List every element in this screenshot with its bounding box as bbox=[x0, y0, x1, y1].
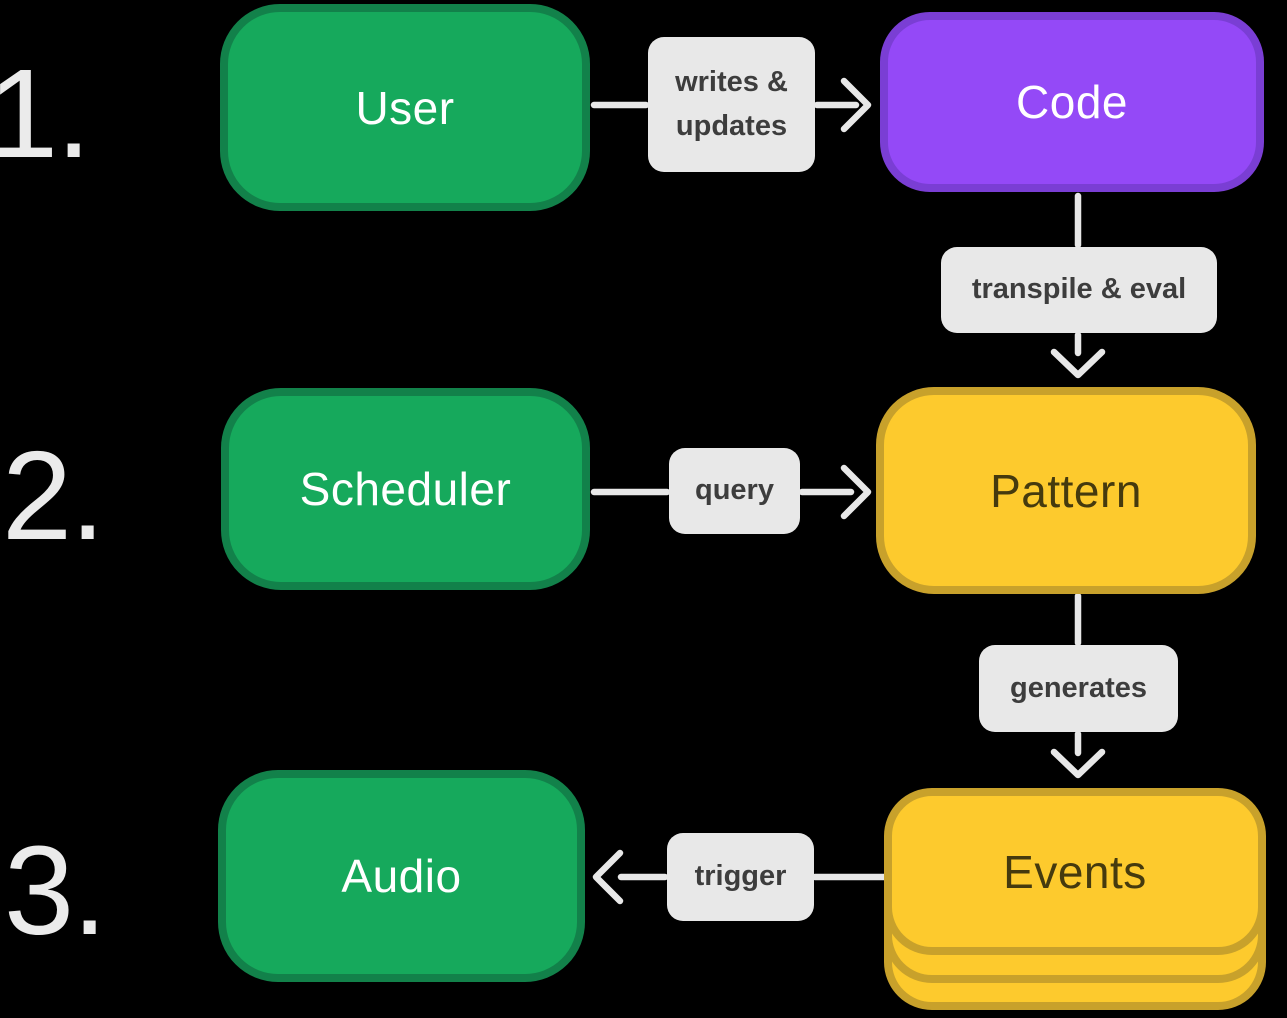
node-code: Code bbox=[880, 12, 1264, 192]
node-scheduler: Scheduler bbox=[221, 388, 590, 590]
arrowhead-right-icon bbox=[840, 464, 872, 520]
arrowhead-left-icon bbox=[592, 849, 624, 905]
arrowhead-down-icon bbox=[1050, 348, 1106, 379]
node-user: User bbox=[220, 4, 590, 211]
edge-label-trigger: trigger bbox=[667, 833, 814, 921]
step-number-3: 3. bbox=[4, 820, 107, 961]
node-pattern-label: Pattern bbox=[990, 464, 1142, 517]
node-user-label: User bbox=[355, 81, 455, 134]
node-events-stack: Events bbox=[884, 788, 1266, 1011]
edge-label-writes-updates: writes & updates bbox=[648, 37, 815, 172]
edge-label-query: query bbox=[669, 448, 800, 534]
edge-label-generates: generates bbox=[979, 645, 1178, 732]
node-pattern: Pattern bbox=[876, 387, 1256, 594]
step-number-2: 2. bbox=[2, 425, 105, 566]
node-scheduler-label: Scheduler bbox=[299, 463, 512, 515]
edge-label-transpile-eval: transpile & eval bbox=[941, 247, 1217, 333]
node-code-label: Code bbox=[1016, 76, 1128, 128]
step-number-1: 1. bbox=[0, 43, 91, 184]
arrowhead-down-icon bbox=[1050, 748, 1106, 779]
node-events: Events bbox=[884, 788, 1266, 955]
node-events-label: Events bbox=[1003, 845, 1147, 898]
node-audio-label: Audio bbox=[341, 850, 462, 902]
node-audio: Audio bbox=[218, 770, 585, 982]
arrowhead-right-icon bbox=[840, 77, 872, 133]
